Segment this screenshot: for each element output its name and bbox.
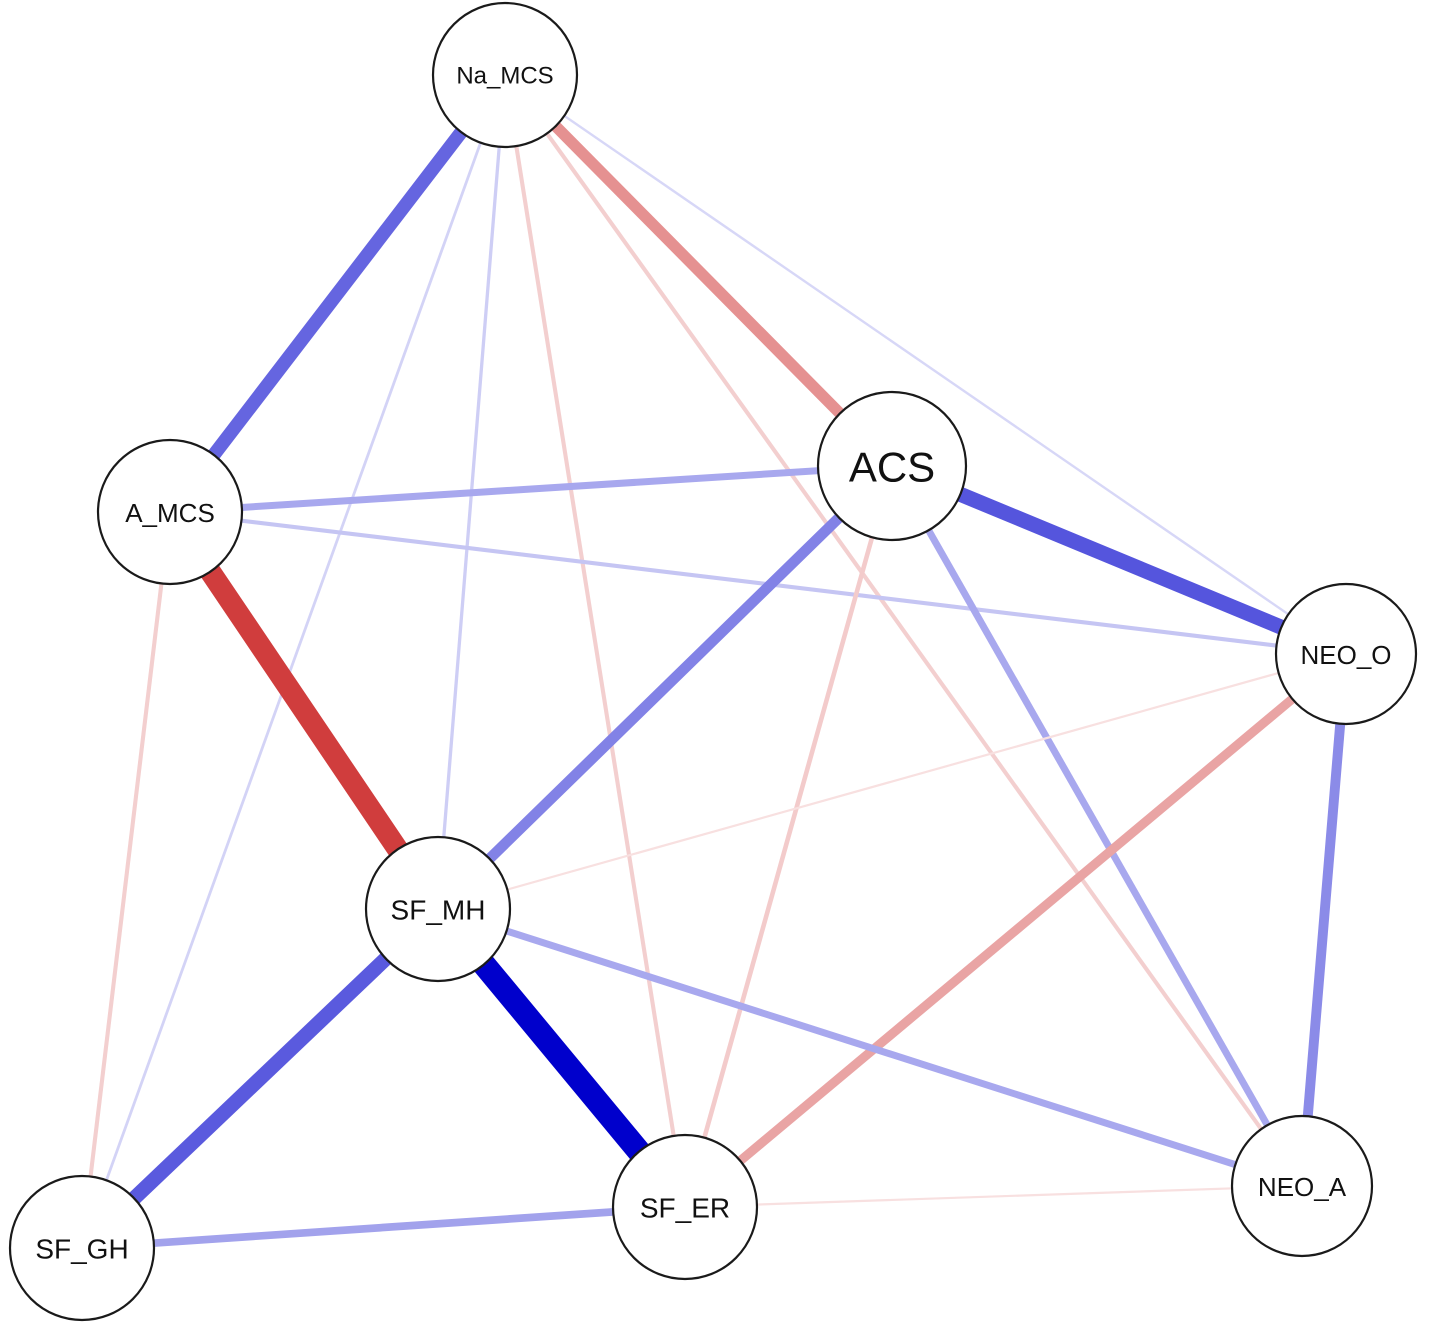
edge-sf-er-neo-a <box>684 1184 1303 1209</box>
node-sf-er: SF_ER <box>611 1133 759 1281</box>
node-neo-o: NEO_O <box>1274 582 1418 726</box>
node-circle-sf-gh <box>8 1174 156 1322</box>
edge-na-mcs-acs <box>500 70 897 471</box>
node-circle-sf-mh <box>364 835 512 983</box>
node-circle-a-mcs <box>96 438 244 586</box>
node-layer: Na_MCS A_MCS ACS NEO_O SF_MH SF_GH SF_ER NEO_A <box>8 1 1418 1322</box>
edge-neo-o-sf-er <box>682 650 1349 1211</box>
edge-sf-gh-sf-er <box>81 1203 686 1252</box>
node-label-a-mcs: A_MCS <box>125 498 215 528</box>
edge-na-mcs-a-mcs <box>164 70 511 517</box>
node-label-neo-o: NEO_O <box>1300 640 1391 670</box>
edge-na-mcs-neo-a <box>503 73 1304 1188</box>
node-circle-neo-o <box>1274 582 1418 726</box>
edge-acs-neo-a <box>888 464 1306 1188</box>
node-acs: ACS <box>816 390 968 542</box>
node-circle-na-mcs <box>431 1 579 149</box>
edge-acs-sf-er <box>682 465 895 1208</box>
node-circle-neo-a <box>1230 1114 1374 1258</box>
edge-acs-sf-mh <box>434 462 896 913</box>
edge-acs-neo-o <box>889 459 1349 661</box>
node-circle-acs <box>816 390 968 542</box>
edge-a-mcs-neo-o <box>169 509 1347 657</box>
node-sf-mh: SF_MH <box>364 835 512 983</box>
edge-a-mcs-sf-gh <box>79 511 173 1249</box>
node-circle-sf-er <box>611 1133 759 1281</box>
edge-layer <box>76 70 1351 1254</box>
edge-a-mcs-sf-mh <box>161 506 447 915</box>
node-na-mcs: Na_MCS <box>431 1 579 149</box>
edge-na-mcs-sf-er <box>502 74 688 1208</box>
edge-neo-o-neo-a <box>1297 653 1351 1187</box>
node-label-acs: ACS <box>849 444 935 491</box>
node-sf-gh: SF_GH <box>8 1174 156 1322</box>
node-label-sf-gh: SF_GH <box>35 1234 128 1265</box>
node-label-sf-er: SF_ER <box>640 1193 730 1224</box>
edge-neo-o-sf-mh <box>437 652 1347 911</box>
node-label-na-mcs: Na_MCS <box>456 63 553 90</box>
edge-sf-mh-sf-gh <box>76 903 444 1254</box>
node-label-sf-mh: SF_MH <box>391 895 486 926</box>
edge-sf-mh-neo-a <box>436 905 1304 1190</box>
node-label-neo-a: NEO_A <box>1258 1172 1347 1202</box>
node-neo-a: NEO_A <box>1230 1114 1374 1258</box>
node-a-mcs: A_MCS <box>96 438 244 586</box>
edge-na-mcs-sf-gh <box>80 74 507 1249</box>
edge-a-mcs-acs <box>169 462 893 516</box>
edge-na-mcs-neo-o <box>504 74 1347 655</box>
